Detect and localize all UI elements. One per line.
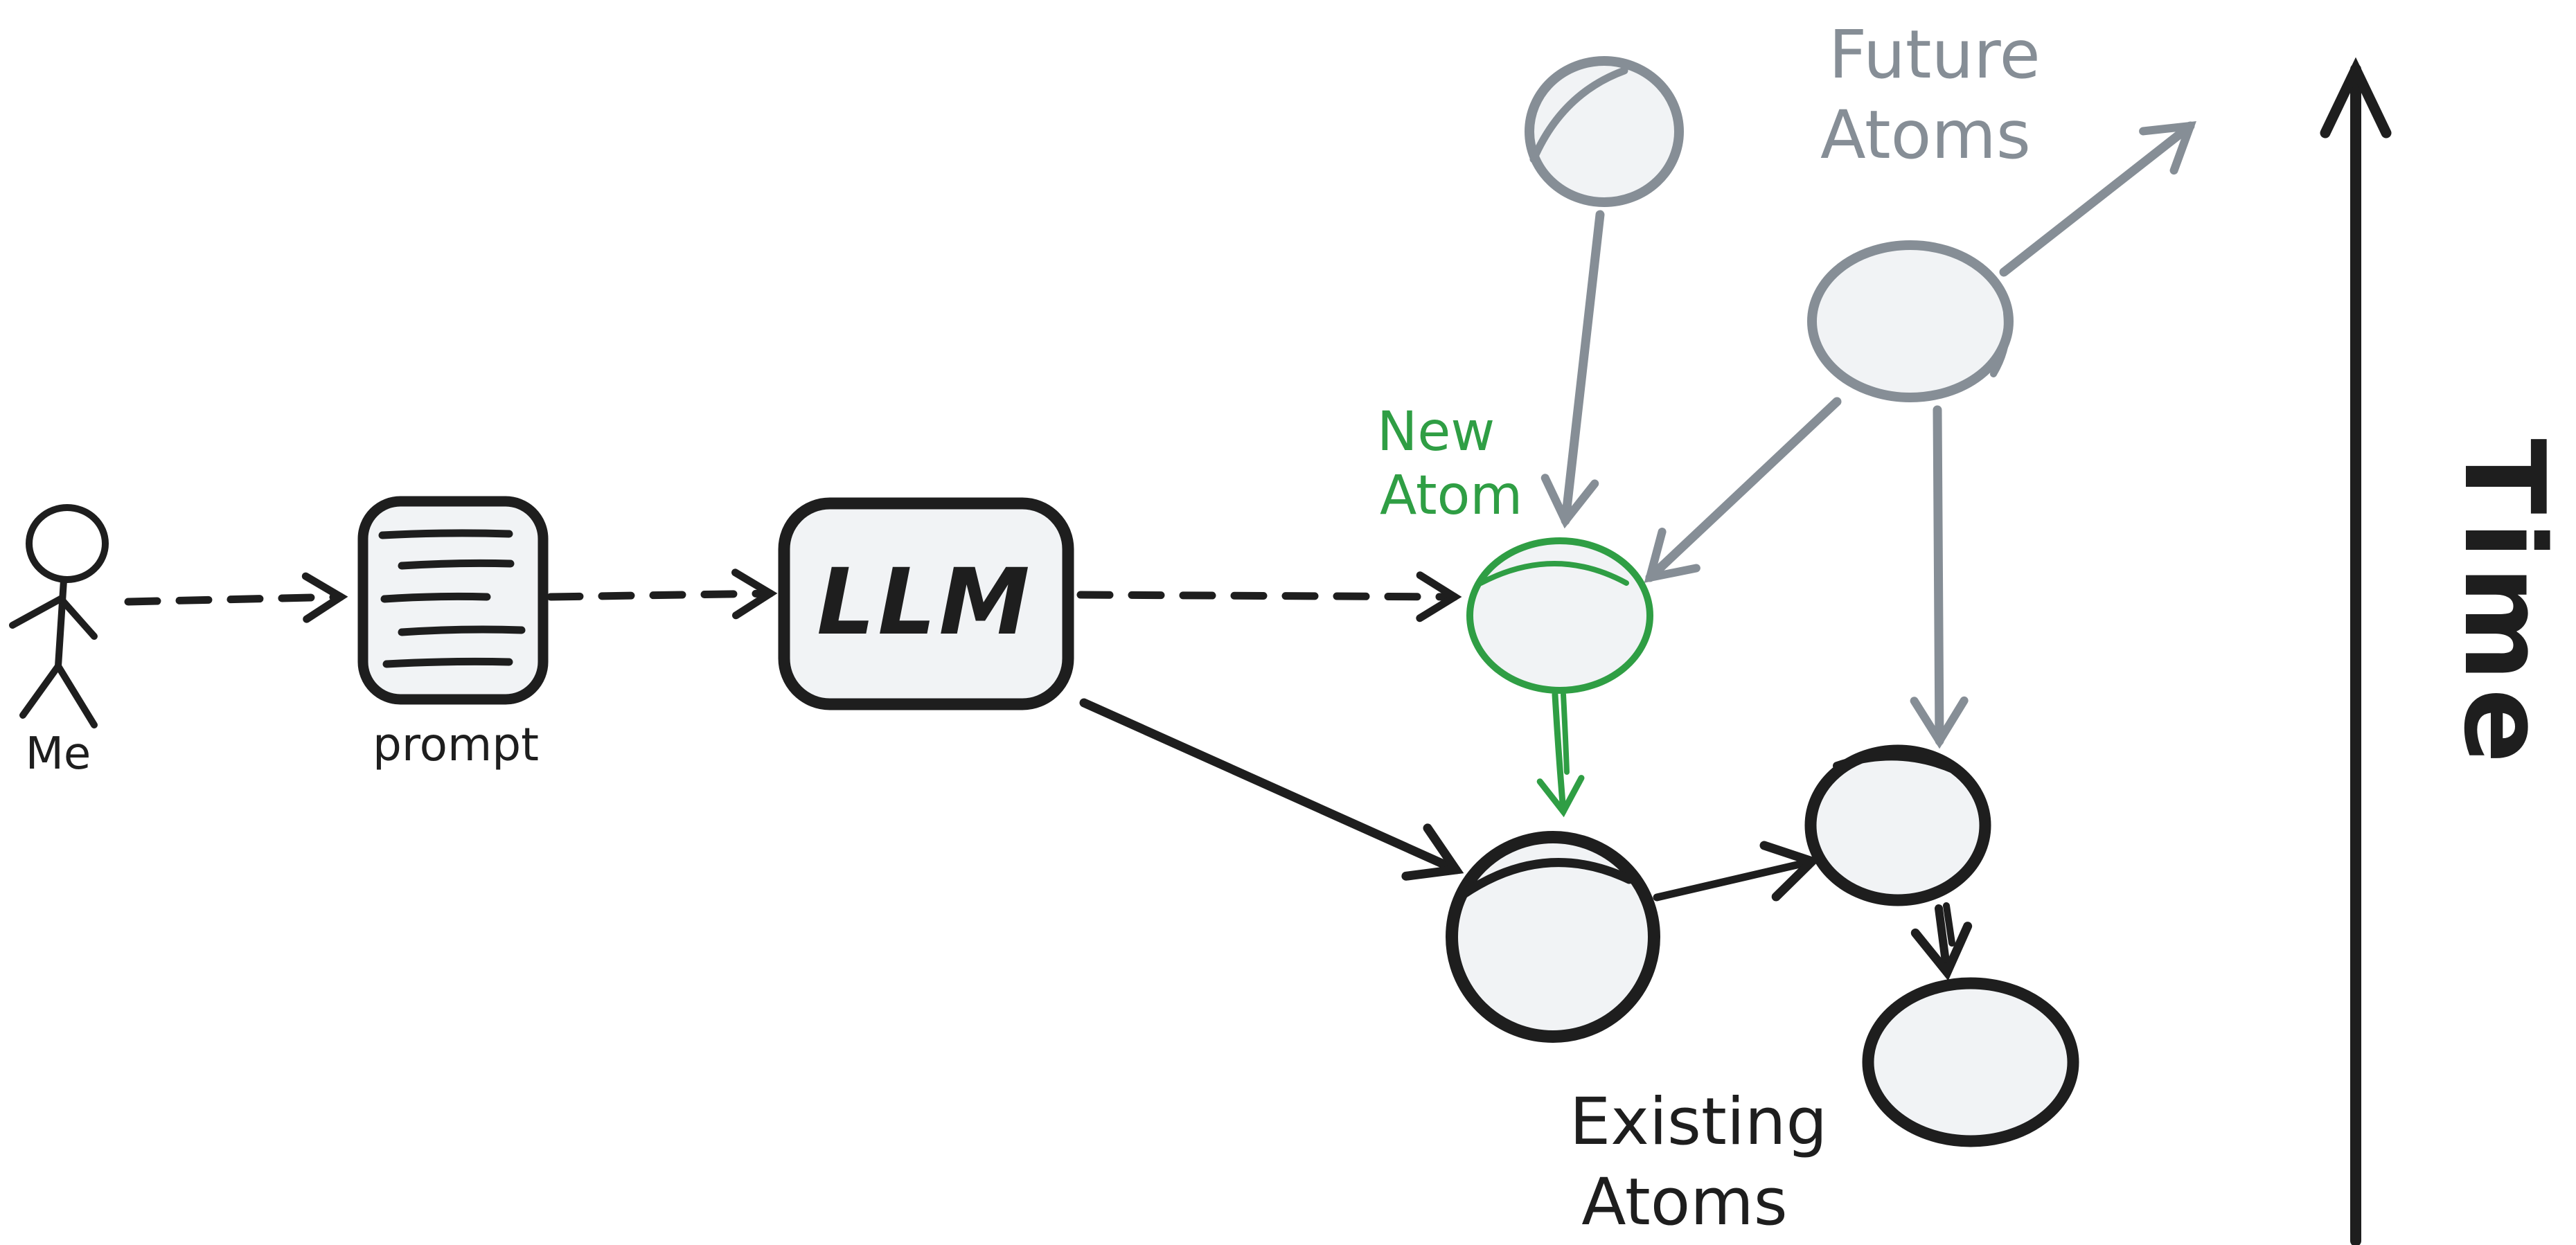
edge-prompt-to-llm: [547, 568, 778, 620]
edge-new-atom-to-existing-atom-1: [1536, 691, 1585, 818]
edge-existing-atom-2-to-existing-atom-3: [1910, 902, 1973, 981]
future-atom-1-sketch-overdraw: [1529, 66, 1628, 163]
black-arrow-sketch-overdraw: [1943, 902, 1955, 947]
edge-existing-atom-1-to-existing-atom-2: [1653, 841, 1821, 902]
prompt-text-lines: [378, 529, 526, 668]
future-atom-2-node: [1807, 240, 2014, 402]
stick-figure-me: [9, 504, 109, 728]
edge-llm-to-existing-atom-1: [1079, 698, 1464, 881]
new-atom-sketch-overdraw: [1478, 561, 1629, 586]
prompt-label: prompt: [373, 718, 539, 771]
me-label: Me: [26, 728, 91, 780]
stick-figure-right-arm: [58, 596, 98, 640]
edge-me-to-prompt: [124, 572, 348, 623]
prompt-box: [357, 496, 549, 705]
new-atom-label-line2: Atom: [1380, 465, 1522, 527]
edge-llm-to-new-atom: [1076, 571, 1462, 622]
edge-future-atom-2-to-existing-atom-2: [1910, 405, 1969, 749]
new-atom-node: [1466, 537, 1653, 694]
green-arrow-sketch-overdraw: [1561, 692, 1570, 775]
future-atoms-label-line1: Future: [1829, 16, 2041, 93]
edge-future-atom-1-to-new-atom: [1540, 210, 1605, 529]
existing-atom-3-node: [1862, 977, 2079, 1147]
existing-atom-2-sketch-overdraw: [1833, 752, 1959, 774]
existing-atoms-label-line1: Existing: [1570, 1084, 1827, 1160]
existing-atom-1-node: [1446, 831, 1660, 1043]
new-atom-label-line1: New: [1377, 401, 1495, 463]
prompt-node: [357, 496, 549, 705]
time-axis-label: Time: [2440, 438, 2569, 770]
future-atoms-label-line2: Atoms: [1820, 96, 2031, 174]
stick-figure-left-arm: [9, 595, 65, 629]
stick-figure-torso: [55, 577, 67, 670]
existing-atom-1-sketch-overdraw: [1458, 858, 1634, 899]
future-atom-1-node: [1525, 56, 1684, 207]
llm-label: LLM: [817, 549, 1033, 656]
edge-future-atom-2-to-new-atom: [1644, 397, 1842, 583]
llm-node: LLM: [778, 497, 1074, 710]
stick-figure-right-leg: [55, 663, 98, 728]
existing-atom-2-node: [1804, 744, 1991, 906]
llm-box: [778, 497, 1074, 710]
future-atom-2-sketch-overdraw: [1990, 310, 2011, 377]
stick-figure-left-leg: [19, 663, 62, 719]
existing-atoms-label-line2: Atoms: [1581, 1165, 1788, 1240]
edge-future-atom-2-upward: [1999, 120, 2196, 277]
stick-figure-head: [26, 504, 109, 583]
